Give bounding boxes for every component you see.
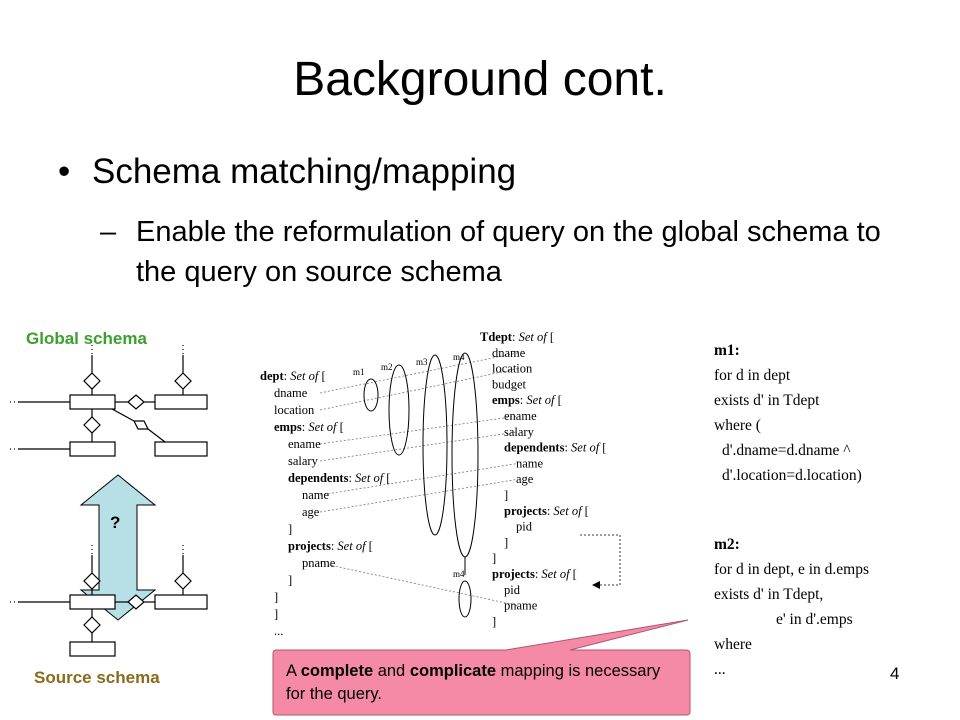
target-schema-line: location (492, 362, 533, 376)
source-schema-line: ] (288, 573, 292, 587)
source-schema-line: age (302, 505, 320, 519)
mapping-line: d'.dname=d.dname ^ (722, 442, 851, 459)
double-arrow-icon (79, 474, 157, 621)
source-schema-line: emps: Set of [ (274, 420, 344, 434)
callout-text: A complete and complicate mapping is nec… (286, 660, 681, 706)
source-schema-line: location (274, 403, 315, 417)
target-schema-line: ] (492, 614, 496, 628)
callout-bold-complete: complete (300, 662, 374, 680)
mapping-label: m4 (453, 569, 465, 579)
target-schema-line: name (516, 456, 544, 470)
correspondence-line (319, 431, 519, 462)
target-schema-line: budget (492, 377, 527, 391)
mapping-line: where (714, 636, 752, 653)
question-mark: ? (110, 513, 120, 532)
entity-box (69, 441, 116, 457)
target-schema-line: age (516, 472, 534, 486)
target-schema-line: dependents: Set of [ (504, 441, 606, 455)
er-diagram: ? (10, 345, 208, 657)
source-schema-line: projects: Set of [ (288, 539, 373, 553)
target-schema-line: ] (504, 488, 508, 502)
bullet-text: Schema matching/mapping (92, 152, 517, 191)
entity-box (154, 441, 208, 457)
mapping-line: d'.location=d.location) (722, 467, 862, 484)
mapping-line: for d in dept (714, 367, 791, 384)
target-schema-line: pname (504, 599, 538, 613)
source-schema-line: dependents: Set of [ (288, 471, 390, 485)
mapping-label: m2 (381, 362, 393, 372)
entity-box (69, 394, 116, 410)
target-schema-line: ] (504, 535, 508, 549)
correspondence-line (319, 478, 519, 513)
source-schema-line: name (302, 488, 330, 502)
callout-bold-complicate: complicate (409, 662, 497, 680)
callout-text-part: A (286, 662, 301, 680)
mapping-label: m4 (453, 352, 465, 362)
sub-bullet-item: –Enable the reformulation of query on th… (100, 212, 916, 292)
mapping-m1-title: m1: (714, 342, 740, 359)
source-schema-label: Source schema (34, 668, 160, 687)
page-number: 4 (890, 664, 900, 683)
mapping-line: exists d' in Tdept (714, 392, 820, 409)
source-schema-line: ] (288, 522, 292, 536)
schema-mapping-diagram: dept: Set of [ dname location emps: Set of … (260, 330, 621, 638)
target-schema-line: Tdept: Set of [ (480, 330, 554, 344)
target-schema-line: emps: Set of [ (492, 393, 562, 407)
mapping-m2: m2: for d in dept, e in d.emps exists d'… (714, 532, 869, 682)
callout-text-part: mapping is necessary for the query. (286, 662, 661, 703)
global-schema-label: Global schema (26, 329, 147, 348)
callout-text-part: and (373, 662, 410, 680)
mapping-label: m3 (416, 357, 428, 367)
target-schema-line: ename (504, 409, 537, 423)
mapping-m2-title: m2: (714, 536, 740, 553)
correspondence-line (319, 562, 519, 606)
target-schema-line: ] (492, 551, 496, 565)
source-schema-line: ename (288, 437, 321, 451)
source-schema-line: ... (274, 624, 283, 638)
target-schema-line: projects: Set of [ (492, 567, 577, 581)
slide-title: Background cont. (293, 53, 667, 106)
mapping-line: e' in d'.emps (776, 611, 853, 628)
correspondence-line (319, 463, 519, 496)
mapping-line: for d in dept, e in d.emps (714, 561, 869, 578)
mapping-line: where ( (714, 417, 761, 434)
mapping-line: exists d' in Tdept, (714, 586, 824, 603)
source-er-diagram (10, 545, 208, 657)
target-schema-line: pid (504, 583, 521, 597)
entity-box (154, 394, 208, 410)
sub-bullet-text: Enable the reformulation of query on the… (136, 216, 881, 288)
correspondence-line (319, 415, 519, 445)
target-schema-line: salary (504, 425, 535, 439)
dash-icon: – (100, 216, 117, 248)
correspondence-line (319, 352, 519, 394)
mapping-m1: m1: for d in dept exists d' in Tdept whe… (714, 338, 862, 488)
correspondence-line (319, 368, 519, 411)
source-schema-line: salary (288, 454, 319, 468)
source-schema-line: dept: Set of [ (260, 369, 326, 383)
source-schema-line: dname (274, 386, 308, 400)
source-schema-line: pname (302, 556, 336, 570)
target-schema-line: pid (516, 520, 533, 534)
source-schema-line: ] (274, 590, 278, 604)
target-schema-line: dname (492, 346, 526, 360)
mapping-line: ... (714, 661, 726, 678)
bullet-dot-icon: • (58, 152, 71, 191)
source-schema-line: ] (274, 607, 278, 621)
mapping-label: m1 (353, 367, 365, 377)
target-schema-line: projects: Set of [ (504, 504, 589, 518)
callout-bubble (272, 619, 691, 716)
global-er-diagram (10, 345, 208, 457)
bullet-item: • Schema matching/mapping (58, 152, 516, 192)
